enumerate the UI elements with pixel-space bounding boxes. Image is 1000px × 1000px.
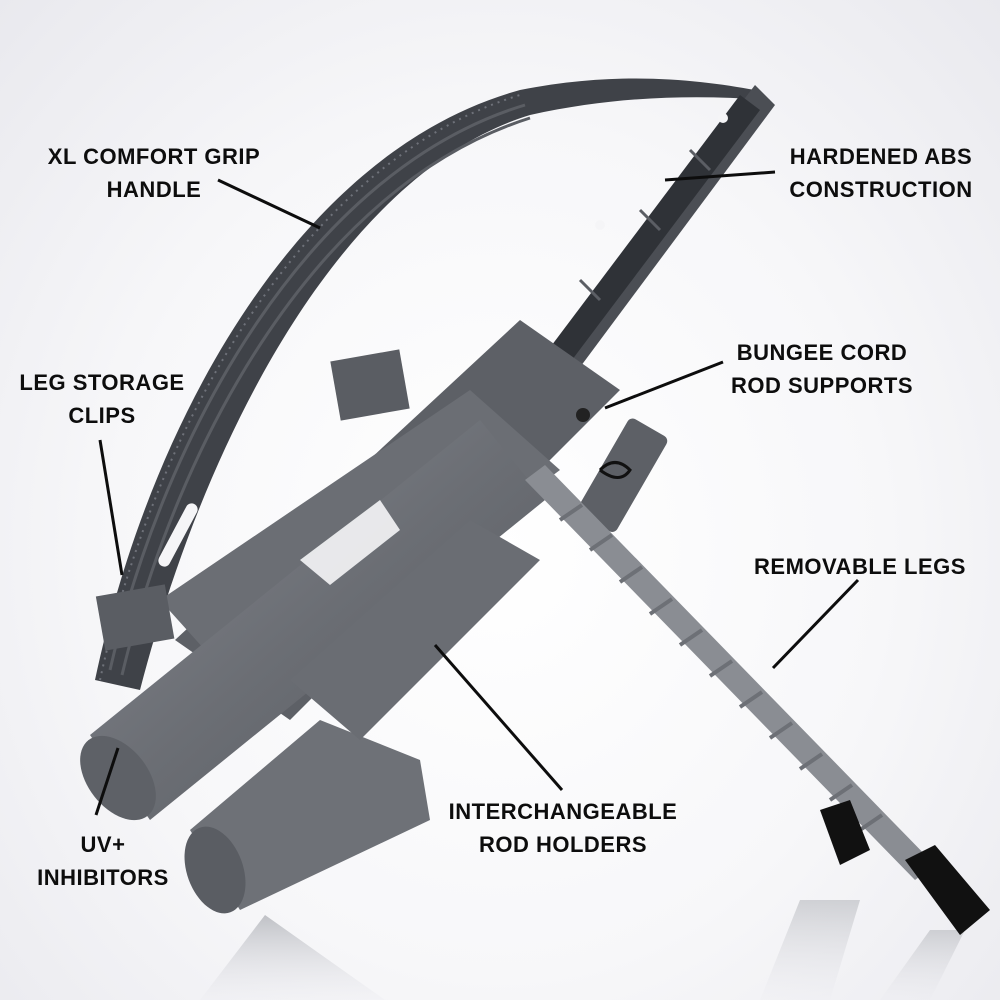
- callout-line-1: UV+: [80, 832, 126, 857]
- callout-line-2: CONSTRUCTION: [789, 177, 973, 202]
- grip-handle: [95, 78, 770, 690]
- callout-line-1: HARDENED ABS: [789, 144, 973, 169]
- callout-line-1: XL COMFORT GRIP: [47, 144, 261, 169]
- callout-line-1: LEG STORAGE: [19, 370, 185, 395]
- callout-uv-inhibitors: UV+ INHIBITORS: [28, 828, 178, 894]
- callout-bungee-cord-rod-supports: BUNGEE CORD ROD SUPPORTS: [718, 336, 926, 402]
- removable-leg: [525, 465, 990, 935]
- callout-line-1: REMOVABLE LEGS: [754, 554, 966, 579]
- callout-line-2: INHIBITORS: [37, 865, 169, 890]
- callout-line-2: CLIPS: [68, 403, 136, 428]
- callout-hardened-abs-construction: HARDENED ABS CONSTRUCTION: [775, 140, 987, 206]
- callout-line-2: HANDLE: [106, 177, 202, 202]
- callout-line-2: ROD HOLDERS: [478, 832, 648, 857]
- callout-line-2: ROD SUPPORTS: [730, 373, 914, 398]
- callout-leg-storage-clips: LEG STORAGE CLIPS: [10, 366, 194, 432]
- rod-holder-tube: [80, 420, 545, 821]
- callout-lines: [94, 170, 860, 816]
- callout-interchangeable-rod-holders: INTERCHANGEABLE ROD HOLDERS: [433, 795, 693, 861]
- floor-reflection: [200, 900, 965, 1000]
- lower-rod-holder: [184, 520, 540, 914]
- callout-removable-legs: REMOVABLE LEGS: [740, 550, 980, 583]
- callout-line-1: INTERCHANGEABLE: [448, 799, 678, 824]
- callout-line-1: BUNGEE CORD: [736, 340, 908, 365]
- callout-xl-comfort-grip-handle: XL COMFORT GRIP HANDLE: [34, 140, 274, 206]
- bungee-supports: [576, 408, 668, 532]
